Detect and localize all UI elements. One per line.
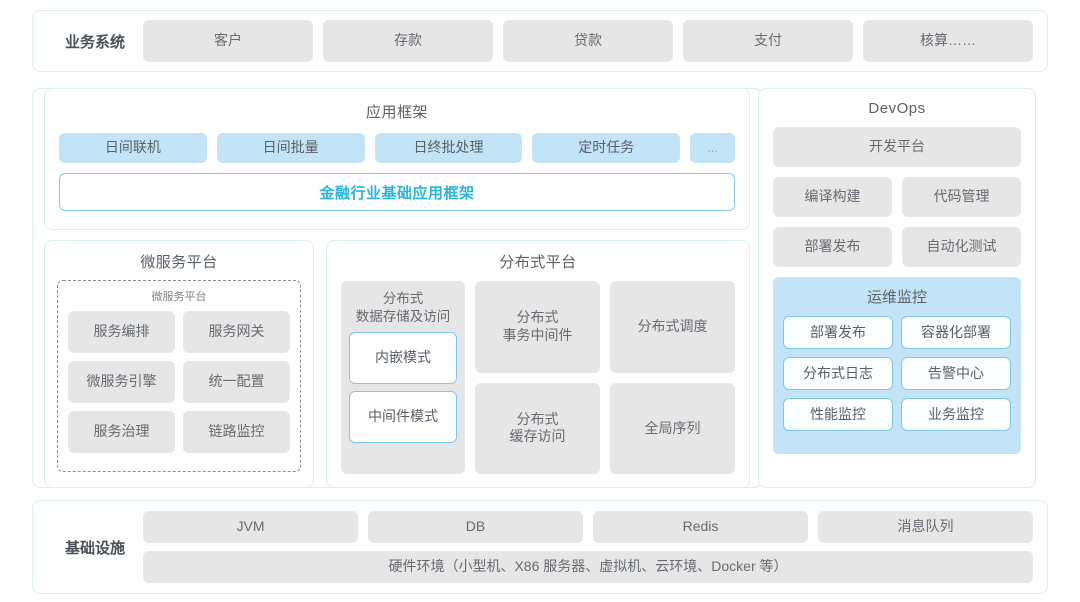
app-pill-daytime-online[interactable]: 日间联机 xyxy=(59,133,207,163)
distributed-data-storage-line2: 数据存储及访问 xyxy=(355,308,451,324)
devops-item-code-management[interactable]: 代码管理 xyxy=(902,177,1021,217)
app-pill-daytime-batch[interactable]: 日间批量 xyxy=(216,133,365,163)
micro-item-microservice-engine[interactable]: 微服务引擎 xyxy=(68,361,175,403)
devops-item-build[interactable]: 编译构建 xyxy=(773,177,892,217)
devops-card: DevOps 开发平台 编译构建 代码管理 部署发布 自动化测试 运维监控 部署… xyxy=(758,88,1036,488)
infra-item-redis[interactable]: Redis xyxy=(593,511,808,543)
infrastructure-stack: JVM DB Redis 消息队列 硬件环境（小型机、X86 服务器、虚拟机、云… xyxy=(143,511,1033,583)
ops-item-deploy-release[interactable]: 部署发布 xyxy=(783,316,893,349)
devops-item-deploy-release[interactable]: 部署发布 xyxy=(773,227,892,267)
ops-monitoring-group: 运维监控 部署发布 容器化部署 分布式日志 告警中心 性能监控 业务监控 xyxy=(773,277,1021,454)
platform-right-column: DevOps 开发平台 编译构建 代码管理 部署发布 自动化测试 运维监控 部署… xyxy=(758,88,1036,488)
ops-monitoring-items: 部署发布 容器化部署 分布式日志 告警中心 性能监控 业务监控 xyxy=(783,316,1011,431)
dist-cell-global-sequence[interactable]: 全局序列 xyxy=(610,382,735,474)
micro-item-unified-config[interactable]: 统一配置 xyxy=(183,361,290,403)
dist-cell-1-line2: 事务中间件 xyxy=(502,326,573,343)
application-framework-pills: 日间联机 日间批量 日终批处理 定时任务 ... xyxy=(59,133,735,163)
application-framework-card: 应用框架 日间联机 日间批量 日终批处理 定时任务 ... 金融行业基础应用框架 xyxy=(44,88,750,230)
finance-base-framework-banner: 金融行业基础应用框架 xyxy=(59,173,735,211)
ops-item-alert-center[interactable]: 告警中心 xyxy=(901,357,1011,390)
business-item-deposit[interactable]: 存款 xyxy=(323,20,493,62)
dist-cell-1-line1: 分布式 xyxy=(516,309,559,326)
devops-item-automated-test[interactable]: 自动化测试 xyxy=(902,227,1021,267)
business-item-loan[interactable]: 贷款 xyxy=(503,20,673,62)
devops-duo-row-2: 部署发布 自动化测试 xyxy=(773,227,1021,267)
microservice-platform-card: 微服务平台 微服务平台 服务编排 服务网关 微服务引擎 统一配置 服务治理 链路… xyxy=(44,240,314,488)
infrastructure-items: JVM DB Redis 消息队列 xyxy=(143,511,1033,543)
ops-item-performance-monitoring[interactable]: 性能监控 xyxy=(783,398,893,431)
devops-title: DevOps xyxy=(868,100,926,117)
infrastructure-row: 基础设施 JVM DB Redis 消息队列 硬件环境（小型机、X86 服务器、… xyxy=(32,500,1048,594)
micro-item-service-orchestration[interactable]: 服务编排 xyxy=(68,311,175,353)
dist-cell-cache-access[interactable]: 分布式缓存访问 xyxy=(475,382,600,474)
distributed-data-storage-group: 分布式 数据存储及访问 内嵌模式 中间件模式 xyxy=(341,281,465,474)
ops-item-distributed-log[interactable]: 分布式日志 xyxy=(783,357,893,390)
devops-duo-row-1: 编译构建 代码管理 xyxy=(773,177,1021,217)
infrastructure-label: 基础设施 xyxy=(64,539,125,557)
microservice-platform-title: 微服务平台 xyxy=(140,254,218,271)
microservice-items: 服务编排 服务网关 微服务引擎 统一配置 服务治理 链路监控 xyxy=(68,311,290,453)
dist-cell-transaction-middleware[interactable]: 分布式事务中间件 xyxy=(475,281,600,373)
business-system-row: 业务系统 客户 存款 贷款 支付 核算…… xyxy=(32,10,1048,72)
app-pill-more[interactable]: ... xyxy=(690,133,735,163)
dist-cell-3-line2: 缓存访问 xyxy=(509,428,566,445)
business-system-items: 客户 存款 贷款 支付 核算…… xyxy=(143,20,1033,62)
dist-mode-middleware[interactable]: 中间件模式 xyxy=(349,391,457,444)
infra-hardware-environment[interactable]: 硬件环境（小型机、X86 服务器、虚拟机、云环境、Docker 等） xyxy=(143,551,1033,583)
ops-item-business-monitoring[interactable]: 业务监控 xyxy=(901,398,1011,431)
distributed-platform-card: 分布式平台 分布式 数据存储及访问 内嵌模式 中间件模式 分布式事务中间件 xyxy=(326,240,750,488)
ops-item-containerized-deploy[interactable]: 容器化部署 xyxy=(901,316,1011,349)
microservice-dashed-group: 微服务平台 服务编排 服务网关 微服务引擎 统一配置 服务治理 链路监控 xyxy=(57,280,301,472)
microservice-inner-title: 微服务平台 xyxy=(151,291,207,303)
micro-item-trace-monitoring[interactable]: 链路监控 xyxy=(183,411,290,453)
infra-item-jvm[interactable]: JVM xyxy=(143,511,358,543)
business-item-accounting[interactable]: 核算…… xyxy=(863,20,1033,62)
devops-dev-platform[interactable]: 开发平台 xyxy=(773,127,1021,167)
dist-cell-scheduling[interactable]: 分布式调度 xyxy=(610,281,735,373)
distributed-platform-title: 分布式平台 xyxy=(499,254,577,271)
business-item-payment[interactable]: 支付 xyxy=(683,20,853,62)
application-framework-title: 应用框架 xyxy=(365,104,428,121)
ops-monitoring-title: 运维监控 xyxy=(866,289,927,306)
distributed-data-storage-header: 分布式 数据存储及访问 xyxy=(349,290,457,325)
infra-item-db[interactable]: DB xyxy=(368,511,583,543)
app-pill-scheduled-task[interactable]: 定时任务 xyxy=(532,133,681,163)
dist-mode-embedded[interactable]: 内嵌模式 xyxy=(349,332,457,385)
business-item-customer[interactable]: 客户 xyxy=(143,20,313,62)
app-pill-eod-batch[interactable]: 日终批处理 xyxy=(374,133,523,163)
micro-item-service-gateway[interactable]: 服务网关 xyxy=(183,311,290,353)
business-system-label: 业务系统 xyxy=(64,33,125,51)
micro-item-service-governance[interactable]: 服务治理 xyxy=(68,411,175,453)
middle-section: 应用框架 日间联机 日间批量 日终批处理 定时任务 ... 金融行业基础应用框架… xyxy=(32,88,1048,488)
infra-item-message-queue[interactable]: 消息队列 xyxy=(818,511,1033,543)
distributed-platform-cells: 分布式事务中间件 分布式调度 分布式缓存访问 全局序列 xyxy=(475,281,735,474)
platform-left-column: 应用框架 日间联机 日间批量 日终批处理 定时任务 ... 金融行业基础应用框架… xyxy=(44,88,750,488)
distributed-platform-body: 分布式 数据存储及访问 内嵌模式 中间件模式 分布式事务中间件 分布式调度 分布… xyxy=(341,281,735,474)
dist-cell-3-line1: 分布式 xyxy=(516,410,559,427)
distributed-data-storage-line1: 分布式 xyxy=(382,291,424,306)
